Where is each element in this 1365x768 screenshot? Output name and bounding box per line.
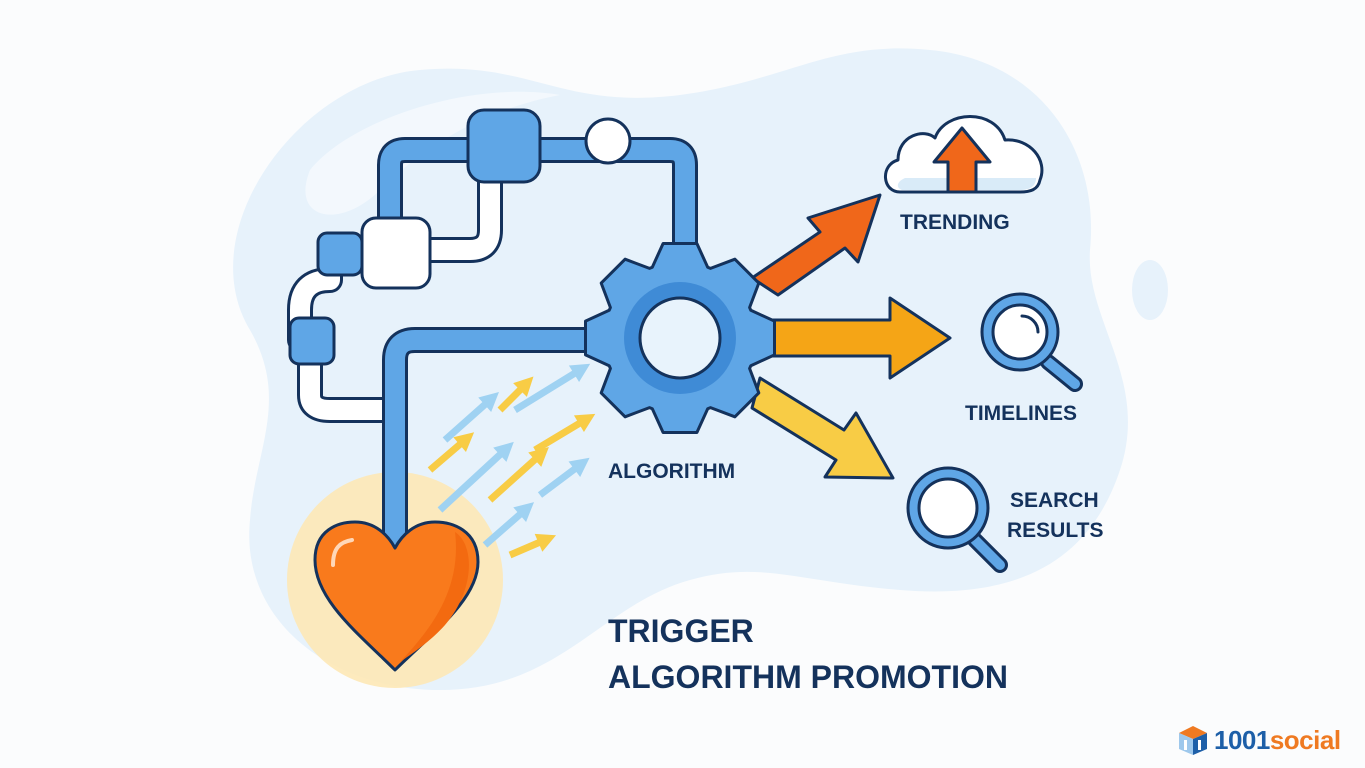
results-label: RESULTS — [1007, 519, 1103, 542]
rising-arrow-head — [568, 457, 590, 477]
background-blob-small — [1132, 260, 1168, 320]
timelines-label: TIMELINES — [965, 402, 1077, 425]
rising-arrow-shaft — [442, 397, 493, 443]
title-line-2: ALGORITHM PROMOTION — [608, 659, 1008, 695]
rising-arrow-head — [493, 441, 514, 462]
pipe-node-blue — [316, 231, 364, 277]
algorithm-label: ALGORITHM — [608, 460, 735, 483]
rising-arrow-shaft — [513, 367, 582, 413]
arrow-to-timelines — [768, 296, 952, 380]
rising-arrow-head — [528, 446, 549, 467]
rising-arrow-shaft — [537, 462, 583, 498]
white-pipes — [287, 167, 503, 423]
pipe-node-white — [360, 216, 432, 290]
background-highlight — [305, 91, 560, 215]
rising-arrow-head — [513, 376, 534, 397]
trending-label: TRENDING — [900, 211, 1010, 234]
rising-arrow-head — [478, 392, 499, 412]
search-label: SEARCH — [1010, 489, 1099, 512]
gear-icon — [584, 242, 776, 434]
rising-arrow-shaft — [482, 507, 528, 548]
rising-arrow-head — [568, 363, 591, 382]
search-results-magnifier-icon — [906, 466, 1008, 573]
cloud-upload-icon — [884, 115, 1044, 194]
rising-arrow-head — [453, 432, 475, 452]
rising-arrows — [427, 363, 596, 559]
cube-logo-icon — [1179, 726, 1207, 755]
brand-number: 1001 — [1214, 724, 1270, 755]
pipe-node-blue — [288, 316, 336, 366]
arrow-to-trending — [750, 193, 882, 297]
rising-arrow-shaft — [437, 447, 508, 513]
background-blob-small — [236, 230, 264, 266]
rising-arrow-head — [573, 413, 596, 432]
title-line-1: TRIGGER — [608, 613, 754, 649]
arrow-to-search-results — [750, 376, 895, 480]
rising-arrow-shaft — [487, 452, 543, 503]
brand-word: social — [1269, 724, 1341, 755]
heart-icon — [313, 520, 480, 672]
rising-arrow-shaft — [533, 416, 587, 454]
pipe-node-blue — [466, 108, 542, 184]
rising-arrow-head — [513, 502, 535, 522]
rising-arrow-head — [534, 533, 557, 552]
timelines-magnifier-icon — [980, 292, 1083, 392]
rising-arrow-shaft — [427, 437, 468, 473]
pipe-node-white — [584, 117, 632, 165]
